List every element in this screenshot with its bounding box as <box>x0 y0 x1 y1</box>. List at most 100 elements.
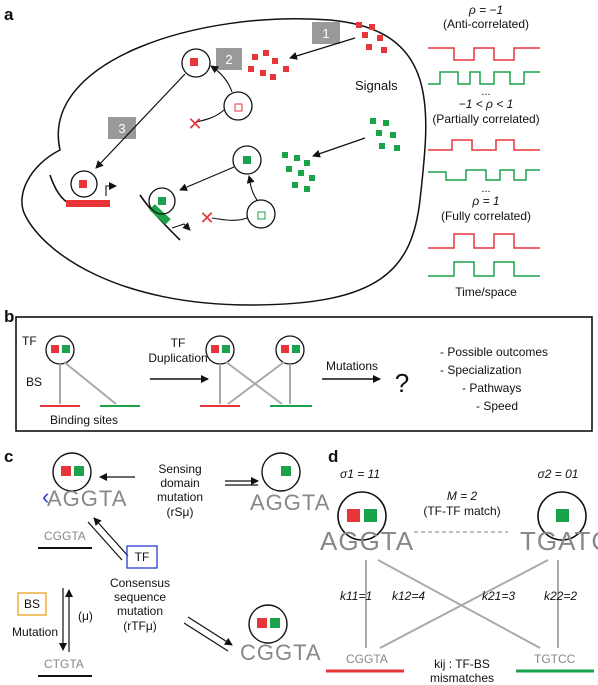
k21-label: k21=3 <box>482 589 515 603</box>
tf-d-right <box>537 491 587 541</box>
consensus-line-2: sequence <box>114 590 166 604</box>
arrow-red-entry <box>289 37 356 60</box>
anti-desc: (Anti-correlated) <box>443 17 529 31</box>
tf-c-top-right <box>261 452 301 492</box>
tf-green-active <box>232 145 262 175</box>
rho-anti: ρ = −1 <box>468 3 503 17</box>
mutations-label: Mutations <box>326 359 378 373</box>
tf-red-active <box>181 48 211 78</box>
panel-b-letter: b <box>4 307 14 326</box>
arrow-green-to-dna <box>179 166 235 191</box>
dna-green-site <box>139 187 191 241</box>
wave-partial-green <box>428 169 540 181</box>
m-desc: (TF-TF match) <box>423 504 500 518</box>
k22-label: k22=2 <box>544 589 577 603</box>
sensing-rate: (rSμ) <box>167 505 194 519</box>
panel-a-letter: a <box>4 5 14 24</box>
tf-copy-1 <box>205 335 235 365</box>
mu-label: (μ) <box>78 609 93 623</box>
arrow-green-entry <box>312 137 366 158</box>
arrow-red-inhibit <box>195 109 225 123</box>
seq-bottom: CTGTA <box>44 657 84 671</box>
duplication-label-1: TF <box>171 336 186 350</box>
wave-full-red <box>428 233 540 249</box>
tf-bind-line-2 <box>63 361 117 405</box>
k12-line <box>377 559 541 649</box>
partial-desc: (Partially correlated) <box>432 112 539 126</box>
mutation-label-c: Mutation <box>12 625 58 639</box>
duplication-label-2: Duplication <box>148 351 207 365</box>
consensus-rate: (rTFμ) <box>123 619 157 633</box>
outcome-2: - Specialization <box>440 363 521 377</box>
panel-d-letter: d <box>328 447 338 466</box>
bs-label-b: BS <box>26 375 42 389</box>
tf-original <box>45 335 75 365</box>
panel-c-letter: c <box>4 447 13 466</box>
tf-red-inactive <box>223 91 253 121</box>
mismatches-label: mismatches <box>430 671 494 685</box>
arrow-green-activate <box>246 175 258 201</box>
copy1-line-b <box>225 361 283 405</box>
k21-line <box>379 559 549 649</box>
dots-2: ... <box>481 183 490 195</box>
svg-text:1: 1 <box>322 26 329 41</box>
tf-label-b: TF <box>22 334 37 348</box>
tf-green-inactive <box>246 199 276 229</box>
arrow-consensus-right-back <box>183 622 229 652</box>
bs-d-left: CGGTA <box>346 652 388 666</box>
svg-text:2: 2 <box>225 52 232 67</box>
green-signal-cluster-inside <box>282 152 315 192</box>
sensing-line-3: mutation <box>157 490 203 504</box>
red-cross-mark: ✕ <box>187 114 202 134</box>
wave-anti-red <box>428 47 540 61</box>
rho-partial: −1 < ρ < 1 <box>459 97 514 111</box>
time-space-label: Time/space <box>455 285 517 299</box>
full-desc: (Fully correlated) <box>441 209 531 223</box>
arrow-green-inhibit <box>211 217 248 221</box>
outcome-3: - Pathways <box>462 381 521 395</box>
wave-full-green <box>428 261 540 277</box>
seq-top-left: AGGTA <box>47 486 127 511</box>
arrow-consensus-down <box>87 521 123 561</box>
panel-b-frame <box>15 316 593 432</box>
seq-d-right: TGATC <box>520 526 598 556</box>
step-badge-3: 3 <box>108 117 136 139</box>
step-badge-2: 2 <box>216 48 242 70</box>
tf-d-left <box>337 491 387 541</box>
arrow-red-activate <box>210 65 233 93</box>
seq-d-left: AGGTA <box>320 526 414 556</box>
seq-top-right: AGGTA <box>250 490 330 515</box>
consensus-line-1: Consensus <box>110 576 170 590</box>
sigma2-label: σ2 = 01 <box>538 467 579 481</box>
tf-copy-2 <box>275 335 305 365</box>
tf-box <box>126 545 158 569</box>
wave-partial-red <box>428 139 540 151</box>
sensing-line-2: domain <box>160 476 199 490</box>
copy2-line-a <box>227 361 285 405</box>
seq-top-left-mut: ‹ <box>42 484 49 509</box>
green-cross-mark: ✕ <box>199 208 214 228</box>
arrow-consensus-right <box>187 616 233 646</box>
question-mark: ? <box>395 368 409 398</box>
green-signal-cluster-outside <box>370 118 400 151</box>
sigma1-label: σ1 = 11 <box>340 467 380 481</box>
bs-box-label: BS <box>24 597 40 611</box>
sensing-line-1: Sensing <box>158 462 201 476</box>
seq-mid: CGGTA <box>44 529 86 543</box>
signals-label: Signals <box>355 78 398 93</box>
arrow-red-to-dna <box>95 73 186 169</box>
dna-red-site <box>49 170 117 207</box>
k11-label: k11=1 <box>340 589 372 603</box>
consensus-line-3: mutation <box>117 604 163 618</box>
red-signal-cluster-inside <box>248 50 289 80</box>
tf-c-top-left <box>52 452 92 492</box>
outcome-4: - Speed <box>476 399 518 413</box>
tf-c-bottom-right <box>248 604 288 644</box>
k12-label: k12=4 <box>392 589 425 603</box>
tf-box-label: TF <box>135 550 150 564</box>
arrow-consensus-up <box>93 517 129 557</box>
rho-full: ρ = 1 <box>471 194 499 208</box>
step-badge-1: 1 <box>312 22 340 44</box>
bs-box <box>17 592 47 616</box>
correlation-legend: ρ = −1 (Anti-correlated) ... −1 < ρ < 1 … <box>428 3 540 299</box>
